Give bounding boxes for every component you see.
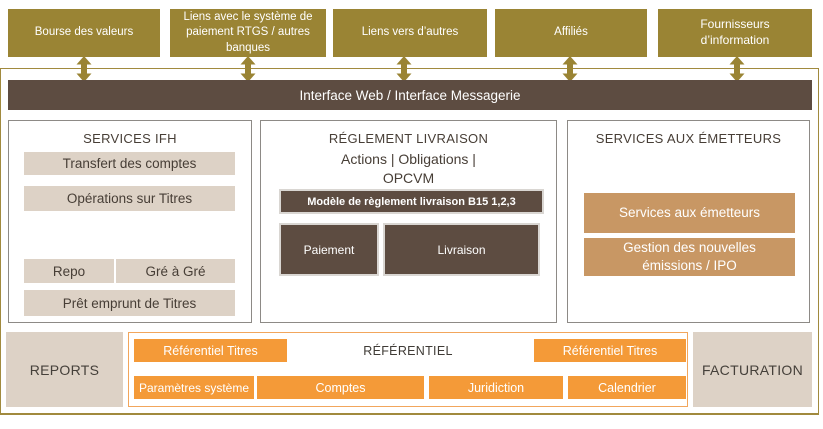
double-arrow-icon <box>728 56 746 82</box>
box-pret-emprunt-de-titres: Prêt emprunt de Titres <box>24 290 235 316</box>
box-referentiel-titres-right: Référentiel Titres <box>534 339 686 362</box>
panel-title-referentiel: RÉFÉRENTIEL <box>363 344 453 358</box>
box-juridiction: Juridiction <box>429 376 563 399</box>
box-facturation: FACTURATION <box>693 332 812 407</box>
node-fournisseurs-information: Fournisseurs d’information <box>658 9 812 57</box>
subtitle-actions-obligations: Actions | Obligations | <box>341 151 476 167</box>
node-liens-rtgs-banques: Liens avec le système de paiement RTGS /… <box>170 9 326 57</box>
interface-bar: Interface Web / Interface Messagerie <box>8 80 812 110</box>
double-arrow-icon <box>239 56 257 82</box>
node-bourse-des-valeurs: Bourse des valeurs <box>8 9 160 57</box>
double-arrow-icon <box>75 56 93 82</box>
panel-reglement-livraison: RÉGLEMENT LIVRAISON Actions | Obligation… <box>260 120 557 323</box>
box-transfert-des-comptes: Transfert des comptes <box>24 152 235 175</box>
box-repo: Repo <box>24 259 114 283</box>
box-calendrier: Calendrier <box>568 376 686 399</box>
node-affilies: Affiliés <box>495 9 647 57</box>
box-operations-sur-titres: Opérations sur Titres <box>24 186 235 211</box>
box-services-aux-emetteurs: Services aux émetteurs <box>584 193 795 233</box>
node-liens-vers-dautres: Liens vers d’autres <box>333 9 487 57</box>
box-referentiel-titres-left: Référentiel Titres <box>134 339 287 362</box>
box-paiement: Paiement <box>279 223 379 276</box>
double-arrow-icon <box>395 56 413 82</box>
panel-title-services-ifh: SERVICES IFH <box>83 131 177 146</box>
subtitle-opcvm: OPCVM <box>382 170 435 186</box>
box-modele-reglement-livraison: Modèle de règlement livraison B15 1,2,3 <box>279 189 544 214</box>
panel-referentiel: RÉFÉRENTIEL Référentiel Titres Référenti… <box>128 332 688 407</box>
box-gestion-nouvelles-emissions-ipo: Gestion des nouvelles émissions / IPO <box>584 238 795 276</box>
panel-services-ifh: SERVICES IFH Transfert des comptes Opéra… <box>8 120 252 323</box>
box-reports: REPORTS <box>6 332 123 407</box>
box-gre-a-gre: Gré à Gré <box>116 259 235 283</box>
box-parametres-systeme: Paramètres système <box>134 376 254 399</box>
panel-title-services-aux-emetteurs: SERVICES AUX ÉMETTEURS <box>595 131 782 146</box>
box-comptes: Comptes <box>257 376 424 399</box>
panel-title-reglement-livraison: RÉGLEMENT LIVRAISON <box>328 131 489 146</box>
box-livraison: Livraison <box>383 223 540 276</box>
panel-services-aux-emetteurs: SERVICES AUX ÉMETTEURS Services aux émet… <box>567 120 810 323</box>
system-boundary-frame <box>0 68 819 415</box>
double-arrow-icon <box>561 56 579 82</box>
